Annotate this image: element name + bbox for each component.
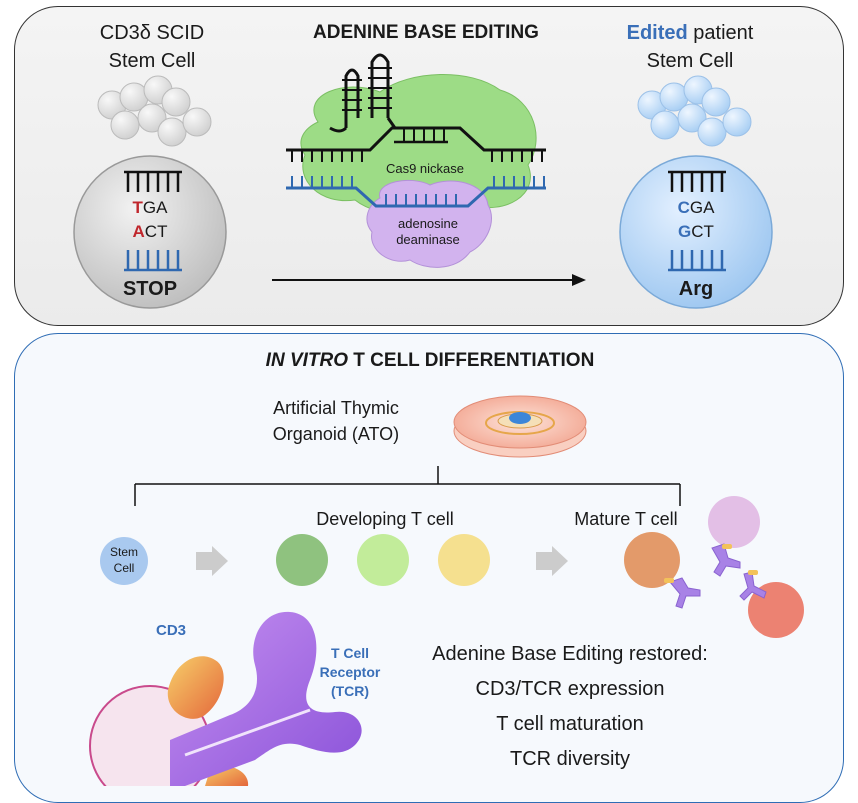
progression-arrow-2 — [536, 546, 568, 576]
patient-word: patient — [687, 22, 754, 44]
stem-cell-bubble — [100, 537, 148, 585]
results-title: Adenine Base Editing restored: — [432, 643, 708, 665]
target-dna-top-strand — [286, 126, 546, 152]
differentiation-title-rest: T CELL DIFFERENTIATION — [348, 350, 595, 371]
arg-result: Arg — [678, 278, 714, 300]
editing-arrow — [272, 274, 586, 286]
cas9-nickase-label: Cas9 nickase — [385, 161, 465, 176]
right-codon-top-edit: C — [677, 198, 690, 217]
left-codon-top-rest: GA — [142, 198, 168, 217]
edited-cell-label-line2: Stem Cell — [646, 50, 734, 72]
artificial-thymic-organoid-icon — [453, 395, 587, 458]
right-codon-top: CGA — [666, 198, 726, 218]
left-codon-top-mutation: T — [132, 198, 143, 217]
dna-bottom-strand-left — [124, 250, 182, 272]
result-tcr-diversity: TCR diversity — [509, 748, 630, 770]
left-codon-bottom-mutation: A — [132, 222, 145, 241]
stem-cell-label-line2: Cell — [113, 561, 135, 575]
cd3-label: CD3 — [155, 622, 186, 639]
left-codon-bottom: ACT — [120, 222, 180, 242]
result-t-cell-maturation: T cell maturation — [496, 713, 644, 735]
left-codon-bottom-rest: CT — [144, 222, 168, 241]
right-codon-bottom-edit: G — [678, 222, 692, 241]
abe-title: ADENINE BASE EDITING — [313, 22, 539, 43]
deaminase-label-line1: adenosine — [398, 216, 458, 231]
diagram-graphics — [73, 53, 804, 786]
progression-arrow-1 — [196, 546, 228, 576]
developing-t-cell-yellow — [438, 534, 490, 586]
stop-result: STOP — [122, 278, 178, 300]
developing-t-cell-label: Developing T cell — [316, 509, 454, 529]
tcr-cd3-illustration — [89, 611, 362, 786]
ato-label-line2: Organoid (ATO) — [272, 424, 400, 444]
differentiation-title: IN VITRO T CELL DIFFERENTIATION — [200, 350, 660, 372]
edited-stem-cell — [619, 155, 773, 309]
differentiation-bracket — [134, 466, 681, 506]
right-codon-bottom-rest: CT — [691, 222, 714, 241]
mature-t-cell-label: Mature T cell — [574, 509, 678, 529]
tcr-label-line2: Receptor — [319, 664, 381, 680]
mature-t-cells-icon — [624, 496, 804, 638]
patient-stem-cell-cluster — [97, 75, 212, 147]
adenosine-deaminase-shape — [366, 179, 493, 268]
deaminase-label-line2: deaminase — [396, 232, 460, 247]
right-codon-bottom: GCT — [666, 222, 726, 242]
dna-bottom-strand-right — [668, 250, 726, 272]
target-dna-bottom-strand — [286, 186, 546, 208]
developing-t-cell-lightgreen — [357, 534, 409, 586]
edited-stem-cell-cluster — [637, 75, 752, 147]
ato-label-line1: Artificial Thymic — [273, 398, 399, 418]
target-dna-bottom-ticks — [291, 176, 545, 206]
tcr-label-line1: T Cell — [330, 645, 370, 661]
edited-word: Edited — [626, 22, 688, 44]
developing-t-cell-green — [276, 534, 328, 586]
dna-top-strand-right — [668, 170, 726, 192]
guide-rna-icon — [329, 53, 397, 133]
result-cd3-tcr-expression: CD3/TCR expression — [475, 678, 665, 700]
target-dna-top-ticks — [291, 128, 543, 162]
differentiation-title-italic: IN VITRO — [265, 350, 349, 371]
edited-cell-label-line1: Edited patient — [600, 22, 780, 45]
stem-cell-label-line1: Stem — [109, 545, 138, 559]
left-codon-top: TGA — [120, 198, 180, 218]
patient-stem-cell — [73, 155, 227, 309]
tcr-label-line3: (TCR) — [330, 683, 370, 699]
patient-cell-label-line2: Stem Cell — [108, 50, 196, 72]
patient-cell-label-line1: CD3δ SCID — [99, 22, 205, 44]
right-codon-top-rest: GA — [689, 198, 715, 217]
dna-top-strand-left — [124, 170, 182, 192]
